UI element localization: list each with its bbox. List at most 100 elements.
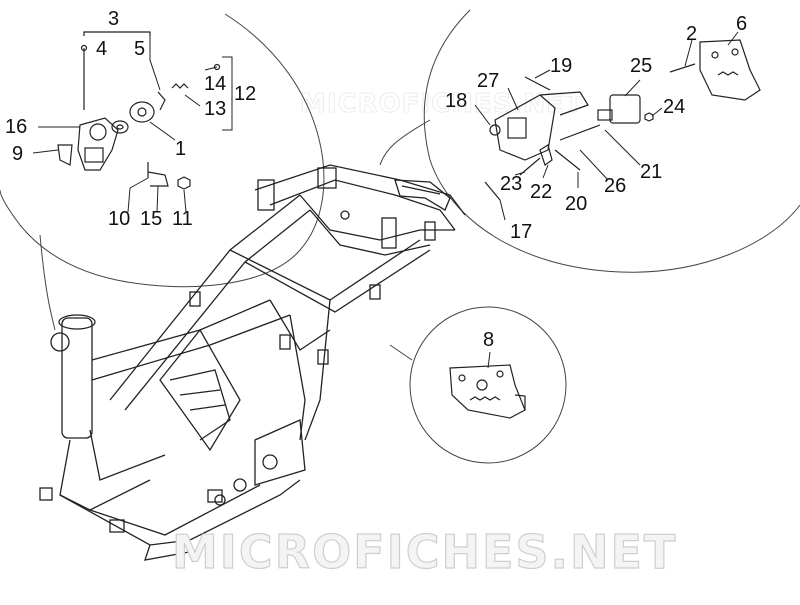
- central-tunnel: [159, 328, 241, 452]
- callout-14: 14: [204, 73, 226, 95]
- spring-13: [171, 83, 189, 89]
- cylinder-1: [129, 101, 155, 123]
- upper-tube-a: [91, 299, 271, 361]
- washer-4: [111, 120, 129, 134]
- callout-24: 24: [663, 96, 685, 118]
- callout-22: 22: [530, 181, 552, 203]
- lock-body-16: [77, 117, 119, 171]
- actuator-25: [609, 94, 641, 124]
- cover-5: [157, 91, 166, 111]
- lead-13: [184, 94, 201, 107]
- pin-26: [554, 149, 581, 171]
- lead-23: [514, 171, 526, 176]
- callout-23: 23: [500, 173, 522, 195]
- tab-c: [369, 284, 381, 300]
- pivot-bolt: [233, 478, 247, 492]
- lock-bore: [89, 123, 107, 141]
- seat-post-inner: [304, 299, 331, 441]
- callout-10: 10: [108, 208, 130, 230]
- floor-rail-foot: [144, 544, 201, 561]
- front-down-tube: [59, 439, 151, 511]
- pivot-hole: [262, 454, 278, 470]
- tab-b: [317, 349, 329, 365]
- lead-11: [183, 189, 187, 213]
- dot-14: [213, 63, 221, 71]
- bracket-a: [257, 179, 275, 211]
- tab-d: [189, 291, 201, 307]
- callout-18: 18: [445, 90, 467, 112]
- callout-12-bracket: [222, 56, 233, 131]
- callout-20: 20: [565, 193, 587, 215]
- latch-detail-pointer: [389, 344, 413, 361]
- pivot-plate: [254, 419, 306, 486]
- left-detail-pointer: [39, 234, 56, 331]
- washer-4-hole: [116, 124, 124, 130]
- callout-16: 16: [5, 116, 27, 138]
- actuator-25-nose: [597, 109, 613, 121]
- latch-8: [449, 364, 526, 419]
- lead-10: [127, 177, 149, 213]
- callout-2: 2: [686, 23, 697, 45]
- lead-14: [204, 66, 218, 71]
- lead-2: [684, 39, 693, 67]
- left-leader-lines: [32, 36, 233, 213]
- callout-5: 5: [134, 38, 145, 60]
- rear-cross-member: [299, 194, 455, 241]
- lead-26: [579, 149, 609, 181]
- cable-21: [559, 124, 601, 141]
- bolt-19: [524, 76, 551, 91]
- latch-8-hook: [514, 394, 526, 410]
- lead-1: [149, 121, 176, 141]
- floor-rail-inner: [89, 484, 261, 536]
- mid-rail-inner: [244, 249, 431, 313]
- lead-5: [149, 36, 161, 91]
- grab-rail: [394, 179, 451, 211]
- head-tube-top: [58, 314, 96, 330]
- grab-rail-hatch: [401, 185, 441, 195]
- callout-1: 1: [175, 138, 186, 160]
- steering-head-tube: [61, 317, 93, 439]
- floor-rail-left: [59, 479, 301, 546]
- lead-19: [534, 69, 551, 79]
- callout-27: 27: [477, 70, 499, 92]
- callout-19: 19: [550, 55, 572, 77]
- plate-15: [147, 171, 169, 187]
- lever-22: [539, 144, 553, 166]
- callout-9: 9: [12, 143, 23, 165]
- mid-brace: [269, 299, 331, 351]
- right-detail-arc: [423, 9, 800, 273]
- upper-tube-b: [91, 314, 291, 381]
- lead-21: [604, 129, 641, 166]
- bracket-b: [317, 167, 337, 189]
- callout-8: 8: [483, 329, 494, 351]
- bracket-27-arm: [539, 91, 589, 116]
- callout-12: 12: [234, 83, 256, 105]
- right-leader-lines: [474, 31, 739, 221]
- latch-6-hole-b: [731, 48, 739, 56]
- tab-a: [279, 334, 291, 350]
- lead-15: [156, 185, 159, 213]
- latch-6-spring: [717, 71, 739, 76]
- callout-13: 13: [204, 98, 226, 120]
- lead-24: [651, 107, 663, 117]
- tunnel-brace: [169, 369, 231, 441]
- latch-6: [699, 39, 761, 101]
- bracket-c: [381, 217, 397, 249]
- floor-hole: [214, 494, 226, 506]
- left-detail-arc: [0, 13, 325, 288]
- lead-17: [499, 199, 506, 221]
- callout-25: 25: [630, 55, 652, 77]
- lead-6: [727, 31, 739, 46]
- callout-11: 11: [172, 208, 193, 230]
- washer-18: [489, 124, 501, 136]
- cylinder-1-core: [137, 107, 147, 117]
- clip-9: [57, 144, 73, 166]
- callout-17: 17: [510, 221, 532, 243]
- seat-post: [289, 314, 306, 441]
- scooter-frame: [39, 164, 466, 561]
- right-detail-pointer: [379, 119, 431, 166]
- bracket-d: [424, 221, 436, 241]
- lock-housing: [84, 147, 104, 163]
- watermark: MICROFICHES.NET: [172, 525, 677, 579]
